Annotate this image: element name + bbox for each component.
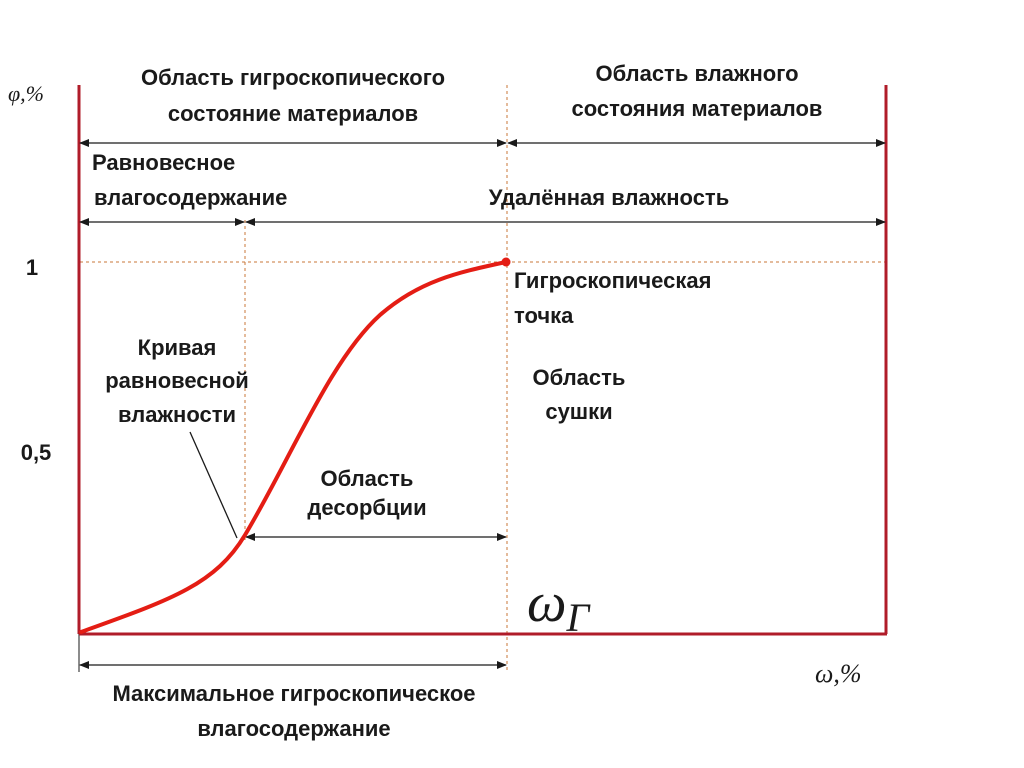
hygroscopic-region-label-line1: Область гигроскопического: [141, 65, 445, 90]
curve-label-line1: Кривая: [138, 335, 217, 360]
curve-label-line3: влажности: [118, 402, 236, 427]
equilibrium-label-line1: Равновесное: [92, 150, 235, 175]
y-tick-0-5: 0,5: [21, 440, 52, 465]
max-moisture-label-line2: влагосодержание: [197, 716, 390, 741]
omega-g-symbol: ωГ: [527, 572, 592, 640]
wet-region-label-line2: состояния материалов: [572, 96, 823, 121]
guide-lines: [80, 85, 886, 670]
max-moisture-label-line1: Максимальное гигроскопическое: [112, 681, 475, 706]
axes-frame: [77, 85, 888, 636]
y-axis-label: φ,%: [8, 81, 44, 106]
drying-region-label-line2: сушки: [545, 399, 612, 424]
omega-subscript-g: Г: [566, 595, 592, 640]
curve-label-line2: равновесной: [105, 368, 249, 393]
hygroscopic-point-label-line2: точка: [514, 303, 574, 328]
omega-symbol: ω: [527, 572, 567, 634]
equilibrium-label-line2: влагосодержание: [94, 185, 287, 210]
hygroscopic-region-label-line2: состояние материалов: [168, 101, 418, 126]
desorption-label-line2: десорбции: [307, 495, 426, 520]
curve-pointer-line: [189, 431, 238, 539]
drying-region-label-line1: Область: [533, 365, 626, 390]
desorption-label-line1: Область: [321, 466, 414, 491]
wet-region-label-line1: Область влажного: [595, 61, 798, 86]
hygroscopic-point-label-line1: Гигроскопическая: [514, 268, 711, 293]
hygroscopic-point-marker: [501, 257, 511, 267]
equilibrium-moisture-curve: [79, 260, 508, 634]
x-axis-label: ω,%: [815, 659, 862, 688]
y-tick-1: 1: [26, 255, 38, 280]
removed-moisture-label: Удалённая влажность: [489, 185, 730, 210]
